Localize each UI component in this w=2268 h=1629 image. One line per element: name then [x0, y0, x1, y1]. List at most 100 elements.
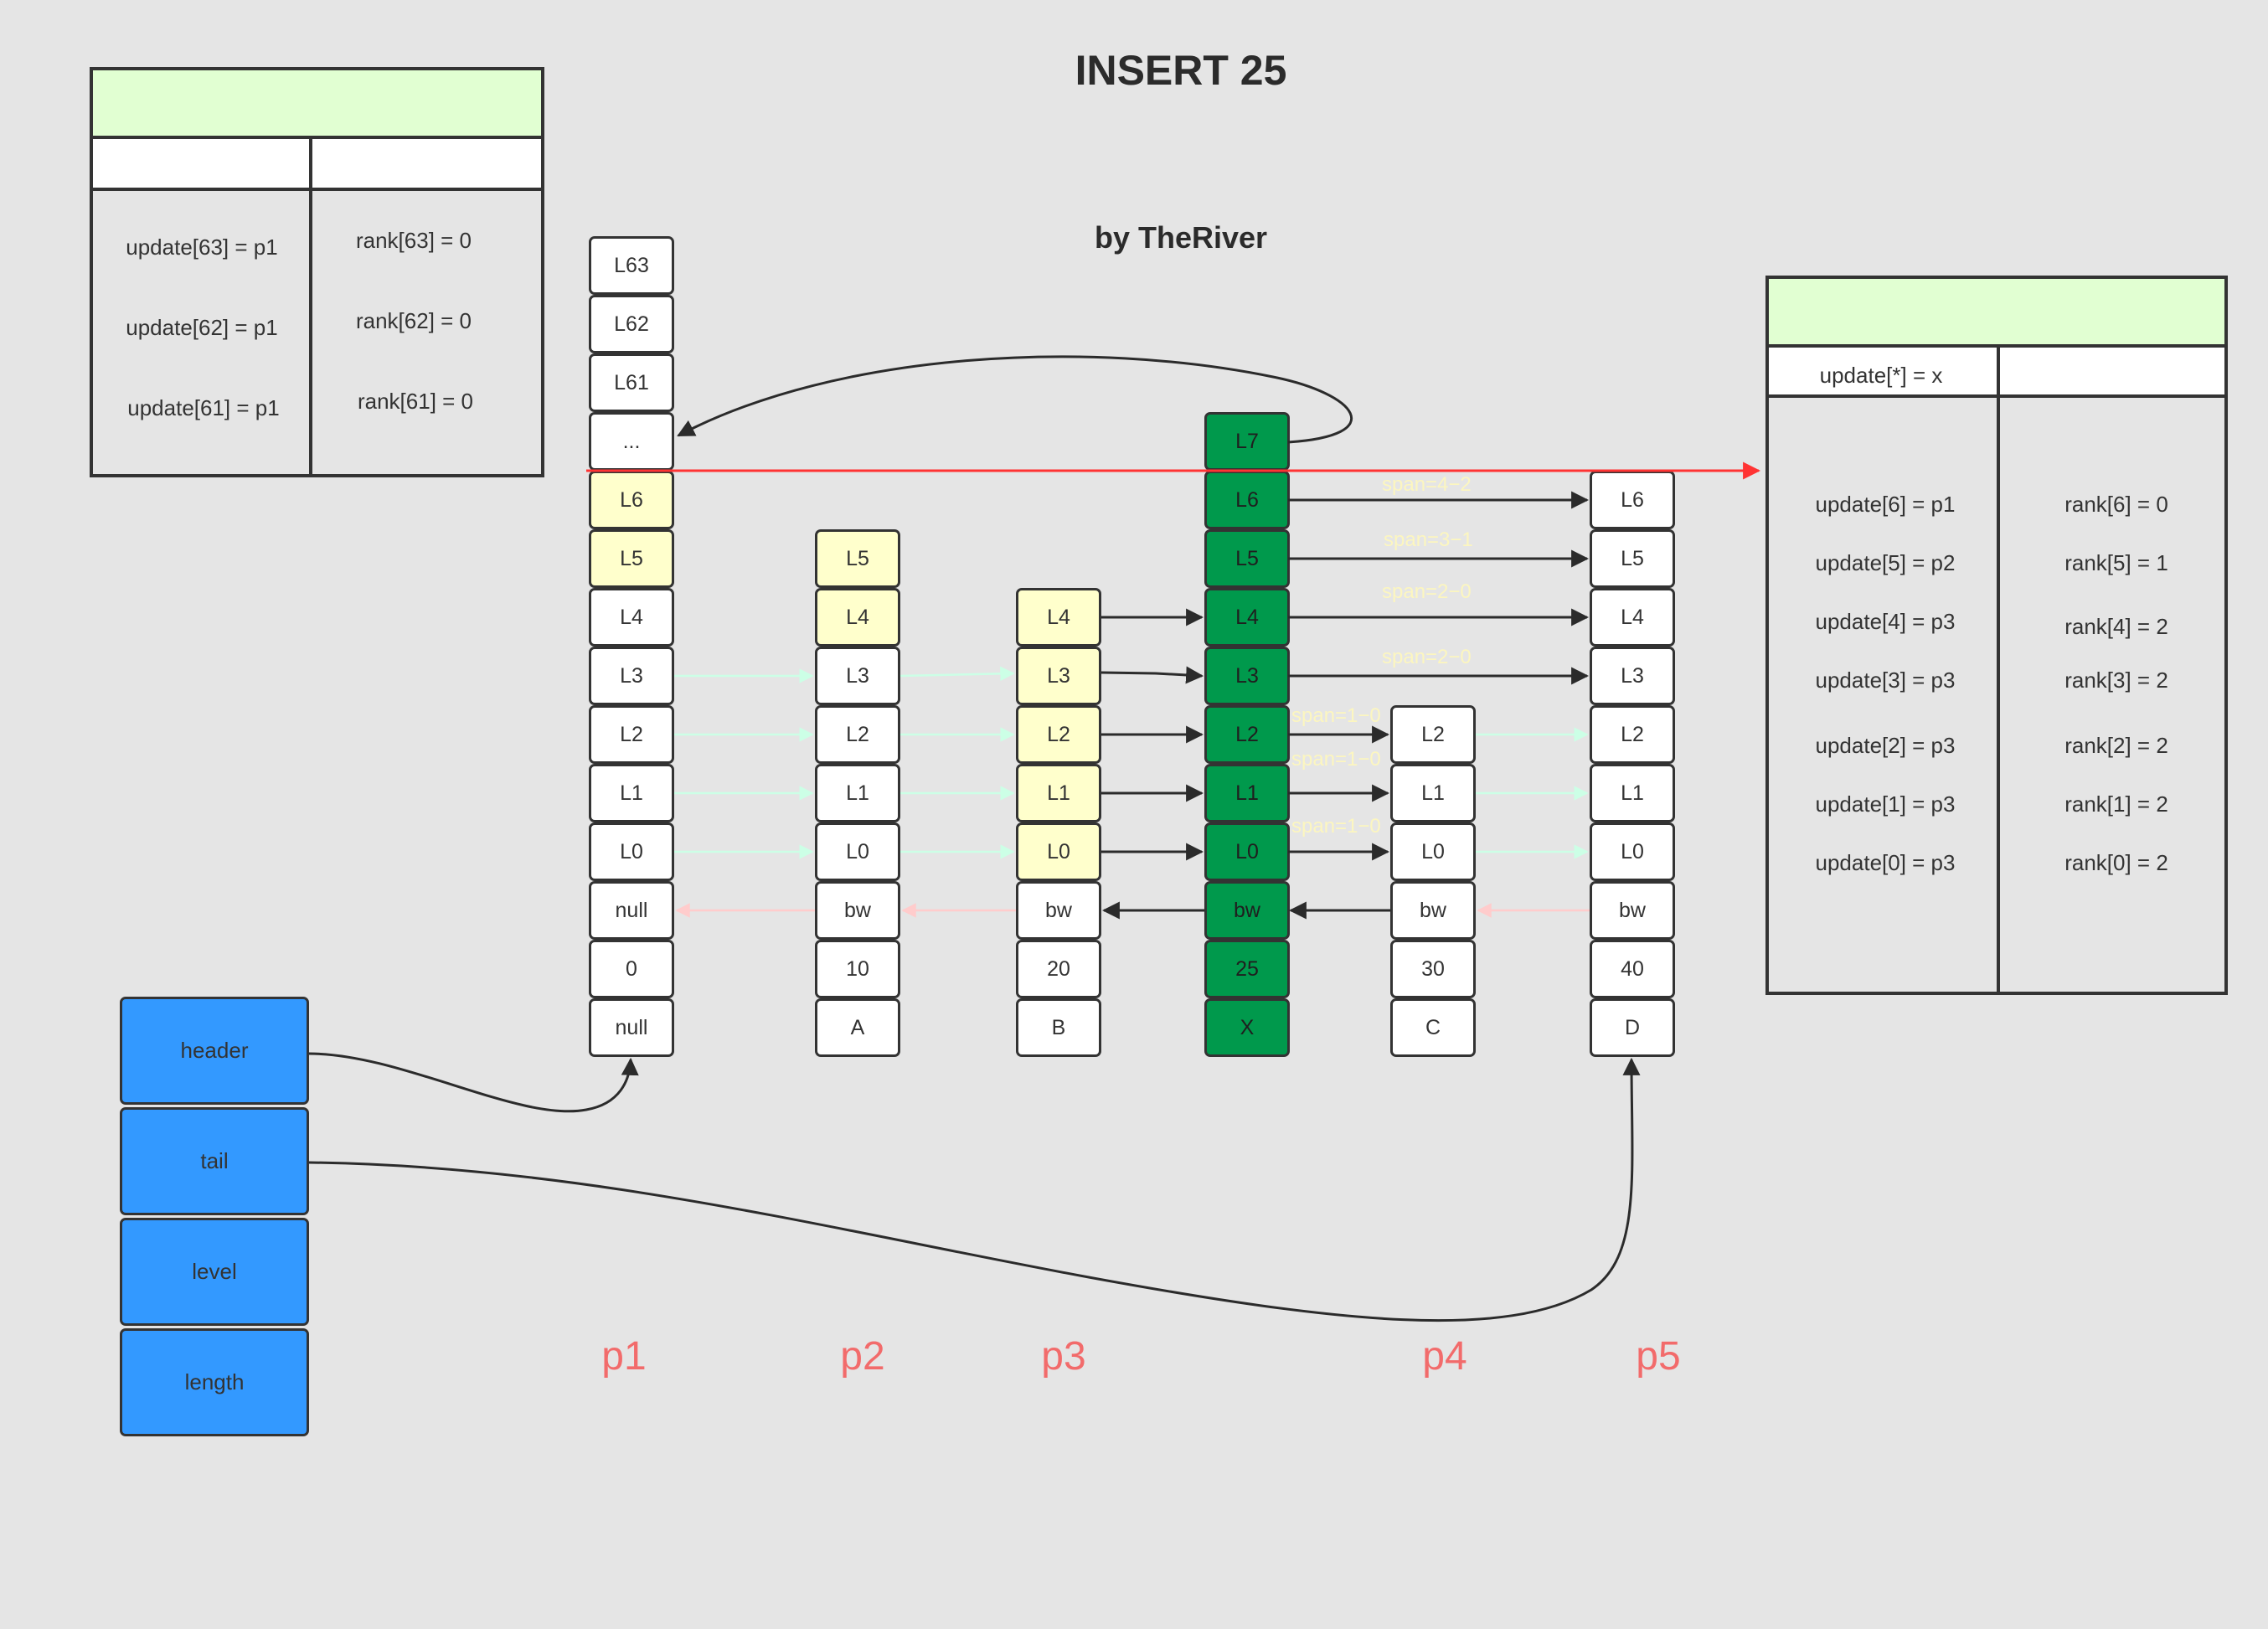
- span-label: span=1−0: [1291, 748, 1381, 771]
- node-p3-level-l1: L1: [1016, 764, 1101, 822]
- node-p3-level-l0: L0: [1016, 822, 1101, 881]
- left-rank-entry: rank[62] = 0: [355, 308, 472, 333]
- span-label: span=1−0: [1291, 815, 1381, 838]
- right-update-entry: update[6] = p1: [1815, 492, 1956, 517]
- node-p5-value: D: [1590, 998, 1675, 1057]
- node-x-level-l5: L5: [1204, 529, 1290, 588]
- forward-link: [1100, 666, 1204, 684]
- node-p5-level-l0: L0: [1590, 822, 1675, 881]
- left-update-table: update[63] = p1 update[62] = p1 update[6…: [90, 67, 544, 477]
- node-p2-backward: bw: [815, 881, 900, 940]
- node-x-level-l1: L1: [1204, 764, 1290, 822]
- node-x-level-l2: L2: [1204, 705, 1290, 764]
- node-p1-value: null: [589, 998, 674, 1057]
- node-label-p5: p5: [1636, 1334, 1681, 1379]
- right-table-divider: [1997, 348, 2000, 992]
- left-table-head: [93, 70, 541, 139]
- page-subtitle: by TheRiver: [1094, 220, 1268, 255]
- list-length-field: length: [120, 1328, 309, 1436]
- right-update-entry: update[5] = p2: [1815, 550, 1956, 575]
- right-table-head: [1769, 279, 2224, 348]
- header-pointer: [308, 1052, 639, 1113]
- node-p4-value: C: [1390, 998, 1476, 1057]
- node-p3-level-l2: L2: [1016, 705, 1101, 764]
- tail-pointer: [308, 1057, 1641, 1322]
- left-update-entry: update[63] = p1: [126, 235, 278, 260]
- span-label: span=3−1: [1384, 528, 1473, 551]
- right-update-entry: update[3] = p3: [1815, 668, 1956, 693]
- node-x-level-l4: L4: [1204, 588, 1290, 647]
- page-title: INSERT 25: [1075, 47, 1287, 94]
- list-header-field: header: [120, 997, 309, 1105]
- node-p1-level-l6: L6: [589, 471, 674, 529]
- node-p3-score: 20: [1016, 940, 1101, 998]
- node-x-level-l6: L6: [1204, 471, 1290, 529]
- node-p2-level-l4: L4: [815, 588, 900, 647]
- right-rank-entry: rank[4] = 2: [2064, 614, 2168, 639]
- node-x-backward: bw: [1204, 881, 1290, 940]
- node-p5-score: 40: [1590, 940, 1675, 998]
- node-x-value: X: [1204, 998, 1290, 1057]
- right-rank-entry: rank[1] = 2: [2064, 791, 2168, 817]
- node-p2-level-l0: L0: [815, 822, 900, 881]
- node-x-level-l0: L0: [1204, 822, 1290, 881]
- left-update-entry: update[62] = p1: [126, 315, 278, 340]
- right-table-subheader-text: update[*] = x: [1819, 363, 1943, 388]
- right-update-entry: update[4] = p3: [1815, 609, 1956, 634]
- node-p5-level-l3: L3: [1590, 647, 1675, 705]
- node-p1-level-l61: L61: [589, 353, 674, 412]
- node-p1-score: 0: [589, 940, 674, 998]
- node-label-p1: p1: [601, 1334, 647, 1379]
- left-table-divider: [309, 139, 312, 474]
- span-label: span=1−0: [1291, 704, 1381, 727]
- node-p2-score: 10: [815, 940, 900, 998]
- list-tail-field: tail: [120, 1107, 309, 1215]
- node-p3-backward: bw: [1016, 881, 1101, 940]
- node-p5-level-l4: L4: [1590, 588, 1675, 647]
- span-label: span=2−0: [1382, 646, 1472, 668]
- right-rank-entry: rank[6] = 0: [2064, 492, 2168, 517]
- node-p1-level-l1: L1: [589, 764, 674, 822]
- node-p3-value: B: [1016, 998, 1101, 1057]
- node-p5-level-l2: L2: [1590, 705, 1675, 764]
- right-update-table: update[*] = x update[6] = p1 update[5] =…: [1765, 276, 2228, 995]
- node-p2-level-l1: L1: [815, 764, 900, 822]
- left-update-entry: update[61] = p1: [127, 395, 280, 420]
- node-p5-level-l6: L6: [1590, 471, 1675, 529]
- left-rank-entry: rank[63] = 0: [355, 228, 472, 253]
- node-p4-level-l2: L2: [1390, 705, 1476, 764]
- node-p3-level-l3: L3: [1016, 647, 1101, 705]
- node-p4-backward: bw: [1390, 881, 1476, 940]
- node-p4-level-l1: L1: [1390, 764, 1476, 822]
- node-x-level-l3: L3: [1204, 647, 1290, 705]
- node-p1-backward: null: [589, 881, 674, 940]
- node-p5-backward: bw: [1590, 881, 1675, 940]
- right-rank-entry: rank[5] = 1: [2064, 550, 2168, 575]
- right-rank-entry: rank[2] = 2: [2064, 733, 2168, 758]
- node-p1-level-l0: L0: [589, 822, 674, 881]
- right-update-entry: update[0] = p3: [1815, 850, 1956, 875]
- node-p2-value: A: [815, 998, 900, 1057]
- node-p2-level-l5: L5: [815, 529, 900, 588]
- node-p2-level-l2: L2: [815, 705, 900, 764]
- span-label: span=4−2: [1382, 473, 1472, 496]
- left-table-subhead: [93, 139, 541, 191]
- node-label-p3: p3: [1041, 1334, 1086, 1379]
- left-rank-entry: rank[61] = 0: [357, 389, 474, 414]
- node-p1-level-l62: L62: [589, 295, 674, 353]
- right-rank-entry: rank[0] = 2: [2064, 850, 2168, 875]
- node-p1-level-xxx: ...: [589, 412, 674, 471]
- right-update-entry: update[2] = p3: [1815, 733, 1956, 758]
- span-label: span=2−0: [1382, 580, 1472, 603]
- node-p1-level-l3: L3: [589, 647, 674, 705]
- node-p1-level-l63: L63: [589, 236, 674, 295]
- node-p1-level-l2: L2: [589, 705, 674, 764]
- curve-arrow: [677, 355, 1353, 444]
- node-label-p4: p4: [1422, 1334, 1467, 1379]
- node-p4-level-l0: L0: [1390, 822, 1476, 881]
- node-p3-level-l4: L4: [1016, 588, 1101, 647]
- node-label-p2: p2: [840, 1334, 885, 1379]
- node-p4-score: 30: [1390, 940, 1476, 998]
- right-update-entry: update[1] = p3: [1815, 791, 1956, 817]
